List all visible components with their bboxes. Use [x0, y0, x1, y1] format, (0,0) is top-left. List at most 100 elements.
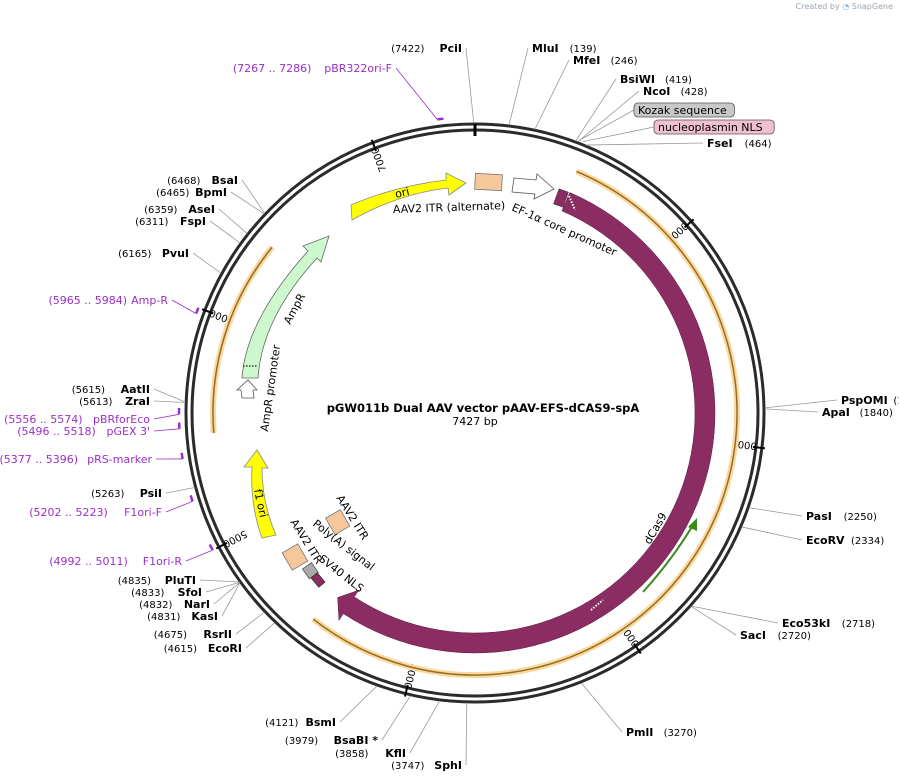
enzyme-position: (3979): [285, 736, 318, 747]
enzyme-name: AatII: [121, 383, 150, 396]
enzyme-site[interactable]: AseI(6359): [144, 203, 215, 216]
itr1-feature[interactable]: [281, 543, 309, 571]
primer-site[interactable]: pRS-marker(5377 .. 5396): [0, 453, 152, 466]
enzyme-leader: [465, 47, 475, 124]
enzyme-leader: [213, 582, 241, 605]
enzyme-leader: [741, 526, 803, 541]
enzyme-position: (4832): [139, 600, 172, 611]
enzyme-name: PspOMI: [841, 394, 888, 407]
enzyme-site[interactable]: KflI(3858): [335, 747, 406, 760]
map-size: 7427 bp: [452, 415, 497, 428]
enzyme-name: EcoRV: [806, 534, 845, 547]
enzyme-name: SphI: [434, 759, 462, 772]
enzyme-site[interactable]: EcoRI (4615): [164, 642, 242, 655]
enzyme-site[interactable]: ApaI(1840): [822, 406, 893, 419]
enzyme-position: (4615): [164, 644, 197, 655]
dcas9-orf-arc-halo: [311, 168, 741, 678]
itr-alt-feature[interactable]: [474, 172, 503, 192]
enzyme-site[interactable]: AatII(5615): [72, 383, 150, 396]
enzyme-leader: [205, 581, 240, 593]
enzyme-site[interactable]: PsiI(5263): [91, 487, 162, 500]
primer-site[interactable]: pBR322ori-F(7267 .. 7286): [233, 62, 392, 75]
primer-site[interactable]: Amp-R(5965 .. 5984): [48, 294, 168, 307]
enzyme-site[interactable]: MfeI(246): [573, 54, 638, 67]
primer-site[interactable]: pGEX 3'(5496 .. 5518): [17, 425, 150, 438]
itr2-feature[interactable]: [325, 509, 351, 536]
enzyme-name: PvuI: [162, 247, 189, 260]
primer-site[interactable]: pBRforEco(5556 .. 5574): [4, 413, 150, 426]
ampr-orf-arc: [212, 246, 273, 434]
dcas9-feature[interactable]: [337, 192, 716, 654]
primer-site[interactable]: F1ori-F (5202 .. 5223): [29, 506, 162, 519]
enzyme-site[interactable]: PspOMI(1836): [841, 394, 899, 407]
enzyme-site[interactable]: PmlI(3270): [626, 726, 697, 739]
enzyme-leader: [245, 622, 275, 649]
primer-site[interactable]: F1ori-R(4992 .. 5011): [49, 555, 182, 568]
enzyme-name: FspI: [180, 215, 206, 228]
enzyme-site[interactable]: PciI(7422): [391, 42, 462, 55]
feature-tag[interactable]: nucleoplasmin NLS: [653, 119, 775, 135]
enzyme-name: ZraI: [125, 395, 150, 408]
enzyme-site[interactable]: SfoI(4833): [131, 586, 202, 599]
enzyme-position: (4121): [265, 718, 298, 729]
green-orf-arrow: [642, 524, 694, 593]
enzyme-site[interactable]: PvuI(6165): [118, 247, 189, 260]
enzyme-position: (2720): [778, 631, 811, 642]
ori-label: ori: [394, 185, 411, 201]
enzyme-leader: [575, 78, 617, 142]
primer-mark: [208, 543, 214, 551]
enzyme-site[interactable]: PasI(2250): [806, 510, 877, 523]
feature-tag[interactable]: Kozak sequence: [633, 102, 735, 118]
primer-name: F1ori-F: [124, 506, 162, 519]
enzyme-name: EcoRI: [208, 642, 242, 655]
enzyme-leader: [585, 142, 704, 146]
enzyme-site[interactable]: BsaI(6468): [167, 174, 238, 187]
enzyme-leader: [339, 685, 378, 723]
primer-name: pRS-marker: [87, 453, 152, 466]
enzyme-site[interactable]: NarI(4832): [139, 598, 210, 611]
enzyme-name: ApaI: [822, 406, 850, 419]
enzyme-leader: [534, 59, 570, 130]
enzyme-site[interactable]: SacI (2720): [740, 629, 811, 642]
enzyme-site[interactable]: BpmI(6465): [156, 186, 227, 199]
sv40-nls-feature[interactable]: [310, 572, 326, 588]
enzyme-name: SacI: [740, 629, 766, 642]
primer-range: (5202 .. 5223): [29, 506, 108, 519]
enzyme-site[interactable]: RsrII(4675): [154, 628, 232, 641]
primer-name: F1ori-R: [143, 555, 183, 568]
efs-promoter-feature[interactable]: [511, 173, 555, 200]
enzyme-site[interactable]: FspI(6311): [135, 215, 206, 228]
enzyme-position: (464): [745, 139, 772, 150]
enzyme-position: (3858): [335, 749, 368, 760]
enzyme-site[interactable]: NcoI(428): [643, 85, 708, 98]
enzyme-site[interactable]: KasI(4831): [147, 610, 218, 623]
ampr-feature[interactable]: [241, 235, 330, 379]
enzyme-site[interactable]: SphI(3747): [391, 759, 462, 772]
enzyme-site[interactable]: PluTI(4835): [118, 574, 196, 587]
enzyme-site[interactable]: Eco53kI(2718): [782, 617, 875, 630]
enzyme-site[interactable]: MluI(139): [532, 42, 597, 55]
nls-box-start[interactable]: [553, 188, 569, 208]
enzyme-site[interactable]: BsiWI(419): [620, 73, 692, 86]
enzyme-leader: [465, 702, 468, 766]
snapgene-credit: Created by ◔ SnapGene: [796, 2, 893, 11]
enzyme-leader: [764, 408, 819, 413]
enzyme-site[interactable]: EcoRV(2334): [806, 534, 884, 547]
primer-leader: [165, 500, 193, 513]
enzyme-leader: [230, 191, 265, 215]
enzyme-leader: [764, 399, 838, 409]
ampr-promoter-label: AmpR promoter: [258, 344, 283, 433]
f1-ori-feature[interactable]: [243, 449, 277, 539]
f1-ori-label: f1 ori: [251, 488, 270, 519]
enzyme-name: PciI: [440, 42, 462, 55]
enzyme-position: (6465): [156, 188, 189, 199]
enzyme-site[interactable]: ZraI(5613): [79, 395, 150, 408]
ori-feature[interactable]: [350, 172, 467, 221]
enzyme-site[interactable]: BsaBI *(3979): [285, 734, 378, 747]
enzyme-site[interactable]: BsmI(4121): [265, 716, 336, 729]
primer-leader: [153, 413, 180, 420]
ampr-promoter-feature[interactable]: [235, 379, 258, 399]
enzyme-site[interactable]: FseI(464): [707, 137, 772, 150]
